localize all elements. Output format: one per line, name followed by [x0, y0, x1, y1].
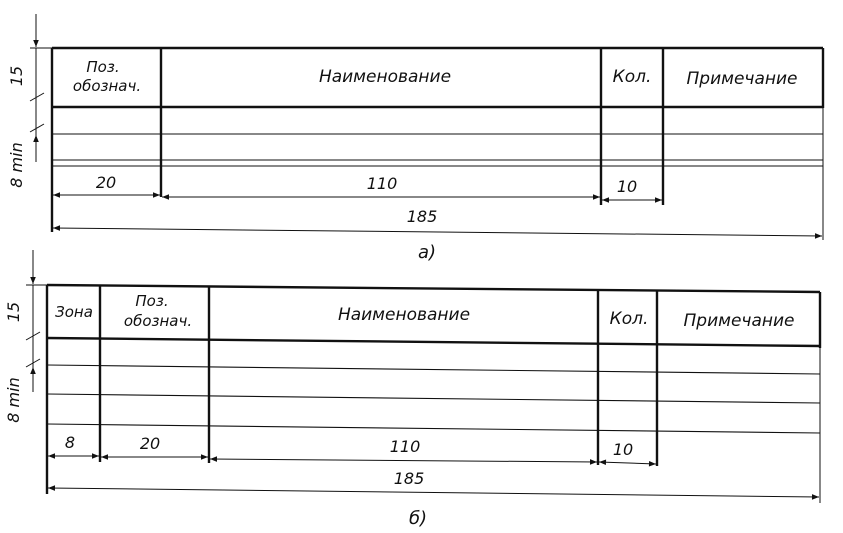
table-a-dim-total-arrow: [52, 225, 823, 239]
table-b-dim-tick-1: [25, 331, 41, 341]
table-a-dim-header-height: 15: [7, 66, 26, 86]
table-a-dim-qty-width: 10: [617, 177, 637, 196]
table-b-header-pos-line2: обознач.: [124, 312, 192, 330]
table-b-header-pos-line1: Поз.: [135, 292, 168, 310]
table-a-dim-total-width: 185: [407, 207, 438, 226]
table-a-header-qty: Кол.: [613, 67, 652, 87]
table-b-dim-name-arrow: [209, 456, 598, 465]
table-b-dim-row-height: 8 min: [4, 377, 23, 422]
table-b-header-zone: Зона: [55, 303, 93, 321]
table-b-row-line-1: [46, 364, 821, 375]
table-b-header-note: Примечание: [684, 311, 795, 331]
table-a: Поз. обознач. Наименование Кол. Примечан…: [7, 14, 825, 263]
table-b-dim-tick-2: [25, 358, 41, 368]
table-b-top-border: [46, 283, 821, 294]
table-b-header-qty: Кол.: [610, 309, 649, 329]
table-b-header-bottom: [46, 336, 821, 348]
table-b-row-line-3: [46, 423, 821, 434]
table-a-header-pos-line2: обознач.: [73, 77, 141, 95]
table-b-header-name: Наименование: [338, 305, 470, 325]
table-a-dim-row-height: 8 min: [7, 142, 26, 187]
table-b-dim-qty-arrow: [598, 459, 657, 467]
table-b-dim-total-width: 185: [394, 469, 425, 488]
table-b-dim-header-height: 15: [4, 302, 23, 322]
table-a-caption: а): [418, 242, 436, 263]
table-b-caption: б): [409, 508, 427, 529]
table-a-header-pos-line1: Поз.: [86, 58, 119, 76]
table-b-dim-total-arrow: [47, 485, 820, 500]
table-a-header-name: Наименование: [319, 67, 451, 87]
table-b-dim-pos-width: 20: [140, 434, 160, 453]
table-a-header-note: Примечание: [687, 69, 798, 89]
table-a-dim-pos-width: 20: [96, 173, 116, 192]
table-b: Зона Поз. обознач. Наименование Кол. При…: [4, 250, 822, 529]
table-b-dim-name-width: 110: [390, 437, 421, 456]
table-b-row-line-2: [46, 393, 821, 404]
table-b-dim-qty-width: 10: [613, 440, 633, 459]
table-b-dim-zone-width: 8: [65, 433, 75, 452]
table-a-dim-tick-2: [29, 123, 45, 133]
table-a-dim-name-width: 110: [367, 174, 398, 193]
table-a-dim-tick-1: [29, 92, 45, 102]
